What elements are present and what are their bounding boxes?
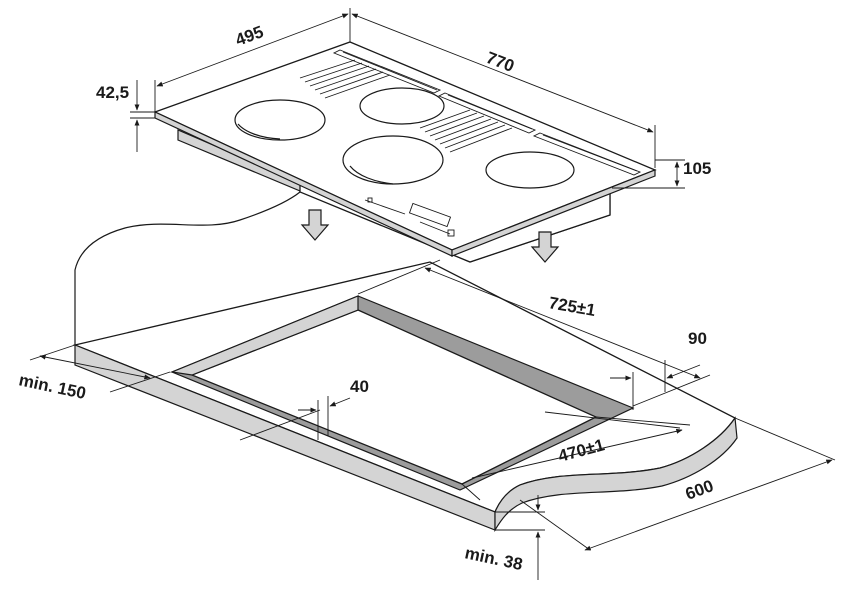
insertion-arrows (300, 209, 560, 263)
front-clearance-label: 40 (350, 377, 369, 396)
cutout-left-wall (169, 295, 359, 376)
dimension-lines (29, 8, 836, 580)
cutout (169, 295, 635, 491)
down-arrow-icon (300, 209, 330, 241)
hob-width-label: 770 (484, 48, 517, 76)
down-arrow-icon (530, 231, 560, 263)
side-clearance-label: min. 150 (17, 370, 88, 403)
hob-depth-label: 495 (233, 22, 266, 50)
cooking-zone-left-ring (237, 123, 281, 140)
cooking-zone-left (234, 99, 326, 141)
cooking-zone-right (485, 151, 575, 189)
rear-clearance-label: 90 (688, 329, 707, 348)
cooking-zone-center-ring (349, 165, 394, 185)
worktop-thickness-label: min. 38 (463, 543, 524, 574)
hob (153, 41, 657, 263)
hob-glass-right-edge (451, 169, 656, 257)
hob-height-label: 105 (683, 159, 711, 178)
worktop-depth-label: 600 (683, 476, 716, 504)
worktop-back-cut (74, 191, 301, 345)
glass-thickness-label: 42,5 (96, 83, 129, 102)
control-panel (364, 197, 455, 237)
cutout-width-label: 725±1 (547, 293, 597, 320)
